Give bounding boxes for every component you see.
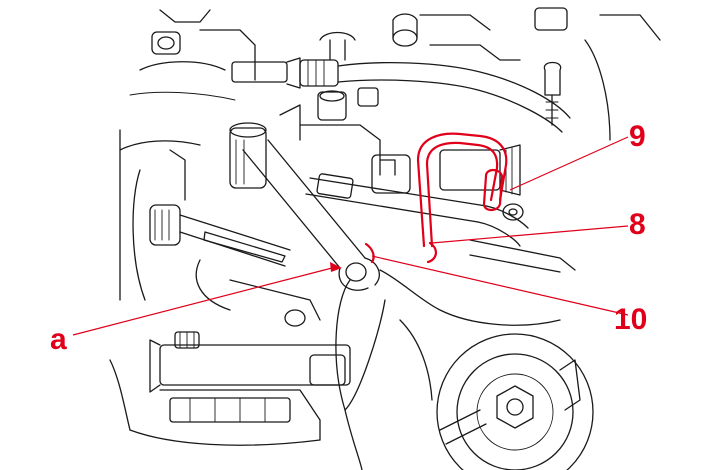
leader-9 [509,136,629,191]
label-8: 8 [629,208,646,241]
upper-right-fittings [392,7,661,141]
leader-10 [371,255,629,316]
wrench-tool [242,139,380,291]
injector-body [371,144,524,221]
lower-left-rail [109,331,351,446]
leader-a [72,267,333,336]
left-tube [119,122,267,201]
central-pipe [335,269,561,470]
upper-left-bolts [129,9,256,101]
highlighted-fuel-pipe [364,132,508,264]
label-10: 10 [614,303,647,336]
arrowhead-a [330,262,342,272]
upper-hose-fitting [231,31,571,133]
center-bolt-block [279,87,381,176]
label-9: 9 [629,120,646,153]
fuel-line [305,173,576,273]
leader-8 [431,225,629,244]
leader-lines [72,136,629,336]
lower-right-pulley [399,319,594,470]
label-a: a [50,323,67,356]
left-lower-housing [119,129,321,327]
